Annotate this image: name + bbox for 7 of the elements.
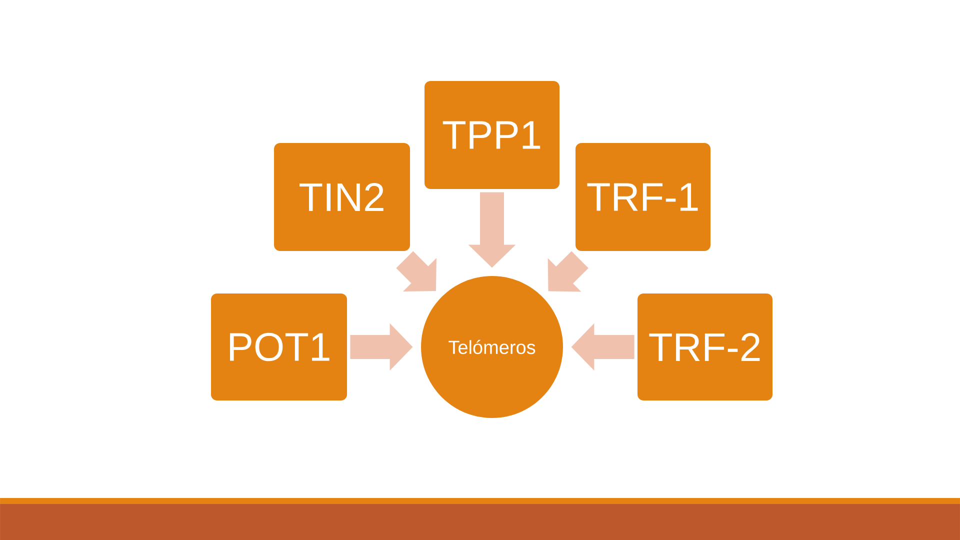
- process-box: POT1: [211, 294, 347, 400]
- block-arrow: [396, 251, 436, 292]
- process-box: TRF-1: [576, 143, 710, 251]
- process-box: TIN2: [274, 143, 410, 251]
- process-box: TRF-2: [638, 294, 772, 400]
- block-arrow: [548, 251, 588, 292]
- process-box: TPP1: [424, 81, 560, 189]
